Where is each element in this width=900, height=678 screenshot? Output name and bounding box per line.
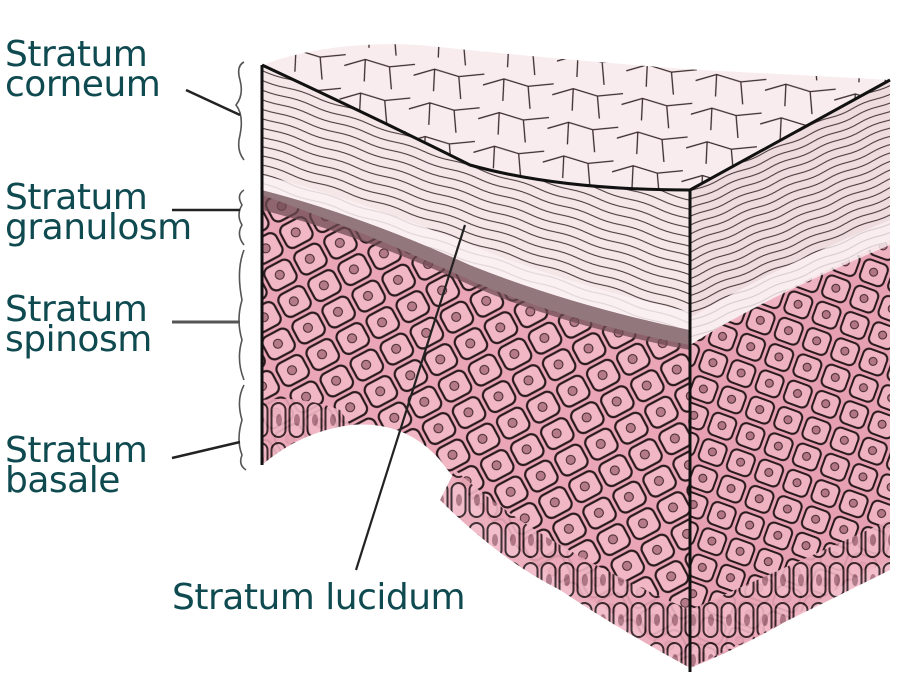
- granular-band: [262, 190, 690, 350]
- label-line2: corneum: [5, 64, 161, 105]
- label-stratum-spinosm: Stratum spinosm: [5, 289, 152, 360]
- label-line1: Stratum: [5, 34, 148, 75]
- label-stratum-granulosm: Stratum granulosm: [5, 177, 192, 248]
- label-line1: Stratum: [5, 177, 148, 218]
- cube-edges: [260, 63, 891, 672]
- basal-row: [262, 398, 350, 465]
- right-face-corneum: [690, 80, 890, 345]
- right-basal-row: [690, 520, 890, 668]
- label-line1: Stratum: [5, 430, 148, 471]
- label-stratum-lucidum: Stratum lucidum: [172, 577, 466, 618]
- label-text: Stratum lucidum: [172, 577, 466, 618]
- right-lucidum-band: [690, 220, 890, 345]
- label-line2: granulosm: [5, 207, 192, 248]
- leader-corneum: [185, 88, 241, 117]
- leader-basale: [171, 440, 241, 460]
- basal-row-front: [440, 470, 690, 668]
- leader-lucidum: [354, 224, 467, 571]
- top-surface: [262, 44, 890, 190]
- label-line2: basale: [5, 460, 120, 501]
- layer-bracket: [234, 61, 247, 471]
- label-stratum-corneum: Stratum corneum: [5, 34, 161, 105]
- front-face-cells: [262, 195, 690, 668]
- lucidum-band: [262, 175, 690, 330]
- label-line2: spinosm: [5, 319, 152, 360]
- label-stratum-basale: Stratum basale: [5, 430, 148, 501]
- label-line1: Stratum: [5, 289, 148, 330]
- front-face-corneum: [262, 65, 690, 330]
